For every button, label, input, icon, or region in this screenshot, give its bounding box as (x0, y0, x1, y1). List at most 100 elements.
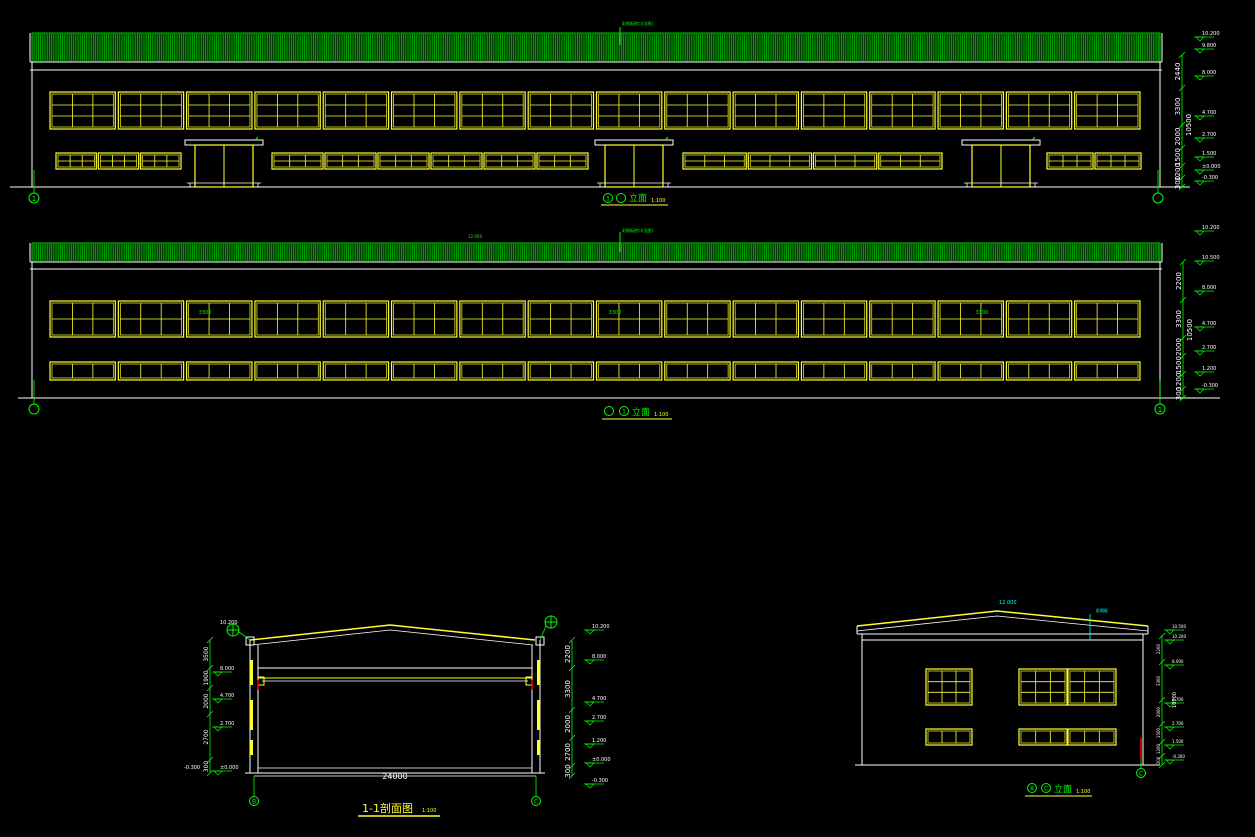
svg-text:1.200: 1.200 (1202, 366, 1216, 372)
svg-text:9.800: 9.800 (1202, 43, 1216, 49)
side-window (1018, 668, 1068, 706)
section-span-dim: 24000 (382, 772, 407, 781)
rear-lower-windows (49, 361, 1141, 381)
svg-text:C: C (1139, 771, 1143, 778)
dim-text: 1500 (1175, 356, 1183, 374)
rear-lower-window (664, 361, 731, 381)
section-roof (249, 624, 536, 641)
level-mark: -0.300 (1164, 754, 1185, 765)
svg-text:-0.300: -0.300 (1202, 383, 1218, 389)
dim-tick (1179, 370, 1187, 378)
level-mark: 10.200 (1194, 225, 1220, 236)
dim-tick (1178, 121, 1186, 129)
level-mark: -0.300 (1194, 383, 1218, 394)
dim-text: 2000 (564, 715, 572, 733)
front-upper-windows (49, 91, 1141, 130)
rear-upper-window (117, 300, 185, 338)
side-windows (925, 668, 1117, 746)
rear-lower-window (322, 361, 390, 381)
dim-tick (206, 769, 214, 777)
dim-text: 2000 (1175, 338, 1183, 356)
front-lower-window (140, 152, 182, 170)
front-total-dim: 10500 (1185, 114, 1193, 136)
front-upper-window (390, 91, 458, 130)
rear-upper-window (186, 300, 253, 338)
rear-axis-right: 1 (1154, 380, 1166, 415)
svg-text:8.000: 8.000 (592, 654, 606, 660)
svg-text:1: 1 (1158, 406, 1162, 414)
front-lower-window (97, 152, 140, 170)
dim-text: 300 (1175, 387, 1183, 400)
front-title-block: 1 立面 1:100 (601, 192, 668, 206)
dim-text: 3300 (1175, 310, 1183, 328)
dim-text: 2200 (1175, 272, 1183, 290)
level-mark: 2.700 (1164, 721, 1184, 732)
svg-text:±0.000: ±0.000 (592, 757, 611, 763)
dim-text: 2000 (1174, 128, 1182, 146)
rear-window-labels: 3300 3300 3300 (199, 310, 989, 316)
roof-hatch (33, 34, 1159, 61)
front-roof-note: 彩钢板檐口(见图) (622, 20, 654, 26)
dim-tick (1158, 696, 1166, 704)
dim-text: 300 (1174, 176, 1182, 189)
svg-text:1:100: 1:100 (651, 198, 665, 204)
rear-lower-window (527, 361, 595, 381)
dim-tick (1178, 162, 1186, 170)
svg-text:-0.300: -0.300 (1172, 754, 1185, 759)
front-lower-window (483, 152, 536, 170)
level-mark: 2.700 (584, 715, 606, 726)
svg-text:3300: 3300 (976, 310, 989, 316)
level-mark: ±0.000 (1194, 164, 1221, 175)
dim-text: 1200 (1175, 373, 1183, 391)
rear-upper-window (869, 300, 936, 338)
front-lower-window (377, 152, 430, 170)
rear-upper-window (1005, 300, 1073, 338)
dim-text: 1200 (1156, 743, 1161, 754)
level-mark: 2.700 (212, 721, 234, 732)
dim-text: 2700 (203, 729, 210, 744)
dim-text: 3300 (1174, 98, 1182, 116)
front-lower-window (271, 152, 324, 170)
dim-tick (1179, 385, 1187, 393)
section-1-1: 24000 B C 10.200 8.0004.7002.700±0.000-0… (184, 615, 611, 817)
front-axis-right (1152, 170, 1164, 204)
svg-text:1: 1 (606, 196, 610, 203)
rear-upper-window (322, 300, 390, 338)
rear-upper-window (732, 300, 800, 338)
side-total-dim: 10500 (1172, 692, 1178, 708)
front-upper-window (49, 91, 116, 130)
front-upper-window (869, 91, 936, 130)
front-upper-window (664, 91, 731, 130)
dim-text: 2440 (1174, 63, 1182, 81)
dim-tick (206, 684, 214, 692)
dim-tick (1179, 394, 1187, 402)
svg-text:±0.000: ±0.000 (220, 765, 239, 771)
level-mark: 8.000 (584, 654, 606, 665)
dim-tick (568, 762, 576, 770)
dim-tick (206, 710, 214, 718)
dim-tick (1178, 144, 1186, 152)
dim-text: 1900 (203, 670, 210, 685)
level-mark: 4.700 (1194, 321, 1216, 332)
dim-tick (1179, 352, 1187, 360)
side-roof-note: 彩钢板 (1096, 607, 1108, 613)
rear-roof-band (29, 242, 1163, 263)
dim-tick (568, 772, 576, 780)
rear-lower-window (800, 361, 868, 381)
front-doors (184, 136, 1041, 188)
front-upper-window (732, 91, 800, 130)
front-upper-window (117, 91, 185, 130)
side-window (925, 728, 973, 746)
svg-text:4.700: 4.700 (220, 693, 234, 699)
rear-lower-window (254, 361, 321, 381)
front-lower-window (430, 152, 483, 170)
rear-upper-window (937, 300, 1004, 338)
level-mark: 8.000 (1164, 659, 1184, 670)
svg-text:10.500: 10.500 (1172, 624, 1186, 629)
